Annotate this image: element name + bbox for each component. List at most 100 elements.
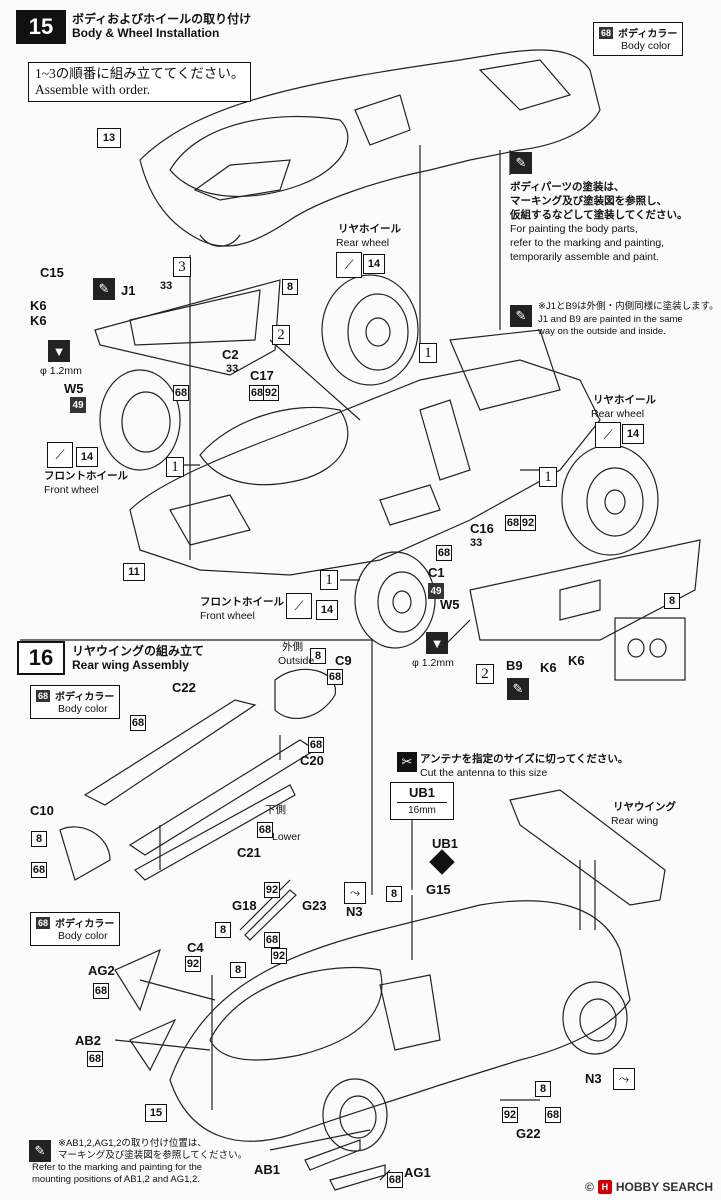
part-68-a: 68 (173, 385, 189, 401)
part-68-e: 68 (327, 669, 343, 685)
order-1-b: 1 (166, 457, 184, 477)
order-2-a: 2 (272, 325, 290, 345)
paint-note-jp: ボディパーツの塗装は、 マーキング及び塗装図を参照し、 仮組するなどして塗装して… (510, 181, 688, 221)
part-g23: G23 (302, 898, 327, 913)
part-8-c: 8 (310, 648, 326, 664)
body-color-en: Body color (58, 703, 108, 715)
paint-brush-icon-3: ✎ (93, 278, 115, 300)
part-ag2: AG2 (88, 963, 115, 978)
part-c20: C20 (300, 753, 324, 768)
part-33-c: 33 (470, 537, 483, 549)
part-g22: G22 (516, 1126, 541, 1141)
part-j1: J1 (121, 283, 136, 298)
drill-size-a: φ 1.2mm (40, 365, 82, 377)
body-color-en: Body color (58, 930, 108, 942)
part-g18: G18 (232, 898, 257, 913)
lower-label-en: Lower (272, 831, 301, 843)
front-wheel-label-left-en: Front wheel (44, 484, 99, 496)
front-wheel-label-left-jp: フロントホイール (44, 470, 128, 482)
front-wheel-label-bottom-jp: フロントホイール (200, 596, 284, 608)
wheel-icon-4: ⟋ (286, 593, 312, 619)
part-68-l: 68 (87, 1051, 103, 1067)
rear-wheel-label-right-jp: リヤホイール (593, 394, 656, 406)
part-68-d: 68 (436, 545, 452, 561)
part-68-c: 68 (505, 515, 521, 531)
assembly-order-jp: 1~3の順番に組み立ててください。 (35, 66, 245, 81)
step-15-title-jp: ボディおよびホイールの取り付け (72, 12, 252, 26)
order-3: 3 (173, 257, 191, 277)
part-14-d: 14 (316, 600, 338, 620)
rear-wheel-label-top-en: Rear wheel (336, 237, 390, 249)
part-92-d: 92 (271, 948, 287, 964)
part-49-a: 49 (70, 397, 86, 413)
front-wheel-label-bottom-en: Front wheel (200, 610, 255, 622)
part-c17: C17 (250, 368, 274, 383)
part-c15: C15 (40, 265, 64, 280)
part-c16: C16 (470, 521, 494, 536)
step-15-title-en: Body & Wheel Installation (72, 26, 220, 40)
watermark-text: HOBBY SEARCH (615, 1180, 713, 1194)
j1-b9-note-en: J1 and B9 are painted in the same way on… (538, 314, 683, 337)
part-k6-b: K6 (30, 313, 47, 328)
part-15: 15 (145, 1104, 167, 1122)
antenna-size: 16mm (408, 805, 436, 816)
part-68-g: 68 (308, 737, 324, 753)
decal-icon-2: ⤳ (613, 1068, 635, 1090)
part-c10: C10 (30, 803, 54, 818)
part-n3-b: N3 (585, 1071, 602, 1086)
wheel-icon: ⟋ (336, 252, 362, 278)
part-8-a: 8 (282, 279, 298, 295)
part-ub1: UB1 (432, 836, 459, 851)
part-33-a: 33 (160, 280, 173, 292)
part-68-f: 68 (130, 715, 146, 731)
step-15-number: 15 (16, 10, 66, 44)
antenna-part-label: UB1 (408, 785, 435, 800)
part-8-d: 8 (31, 831, 47, 847)
rear-wheel-label-right-en: Rear wheel (591, 408, 645, 420)
part-8-h: 8 (535, 1081, 551, 1097)
rear-wheel-label-top-jp: リヤホイール (338, 223, 401, 235)
mount-note-en: Refer to the marking and painting for th… (32, 1162, 203, 1185)
part-14-c: 14 (76, 447, 98, 467)
body-color-jp: ボディカラー (55, 692, 115, 703)
part-b9: B9 (506, 658, 523, 673)
drill-size-b: φ 1.2mm (412, 657, 454, 669)
part-c2: C2 (222, 347, 239, 362)
part-92-a: 92 (263, 385, 279, 401)
assembly-order-box: 1~3の順番に組み立ててください。 Assemble with order. (28, 62, 252, 102)
decal-icon: ⤳ (344, 882, 366, 904)
order-1-a: 1 (419, 343, 437, 363)
part-k6-d: K6 (568, 653, 585, 668)
part-ab1: AB1 (254, 1162, 281, 1177)
part-c22: C22 (172, 680, 196, 695)
drill-icon-2: ▼ (426, 632, 448, 654)
paint-brush-icon-2: ✎ (510, 305, 532, 327)
part-k6-a: K6 (30, 298, 47, 313)
part-ag1: AG1 (404, 1165, 431, 1180)
step-16-number: 16 (17, 641, 65, 675)
part-68-n: 68 (387, 1172, 403, 1188)
cut-icon: ✂ (397, 752, 417, 772)
watermark: © H HOBBY SEARCH (585, 1180, 713, 1194)
part-92-f: 92 (502, 1107, 518, 1123)
part-w5-b: W5 (440, 597, 460, 612)
part-92-c: 92 (264, 882, 280, 898)
part-68-h: 68 (31, 862, 47, 878)
part-8-f: 8 (215, 922, 231, 938)
part-8-b: 8 (664, 593, 680, 609)
paint-brush-icon-5: ✎ (29, 1140, 51, 1162)
antenna-size-box: UB1 16mm (390, 782, 454, 820)
color-code: 68 (36, 916, 51, 929)
wheel-icon-2: ⟋ (595, 422, 621, 448)
drill-icon: ▼ (48, 340, 70, 362)
order-1-c: 1 (539, 467, 557, 487)
color-code: 68 (36, 689, 51, 702)
part-68-k: 68 (93, 983, 109, 999)
rear-wing-label-en: Rear wing (611, 815, 659, 827)
part-c1: C1 (428, 565, 445, 580)
mount-note-jp: ※AB1,2,AG1,2の取り付け位置は、 マーキング及び塗装図を参照してくださ… (58, 1138, 248, 1161)
order-1-d: 1 (320, 570, 338, 590)
